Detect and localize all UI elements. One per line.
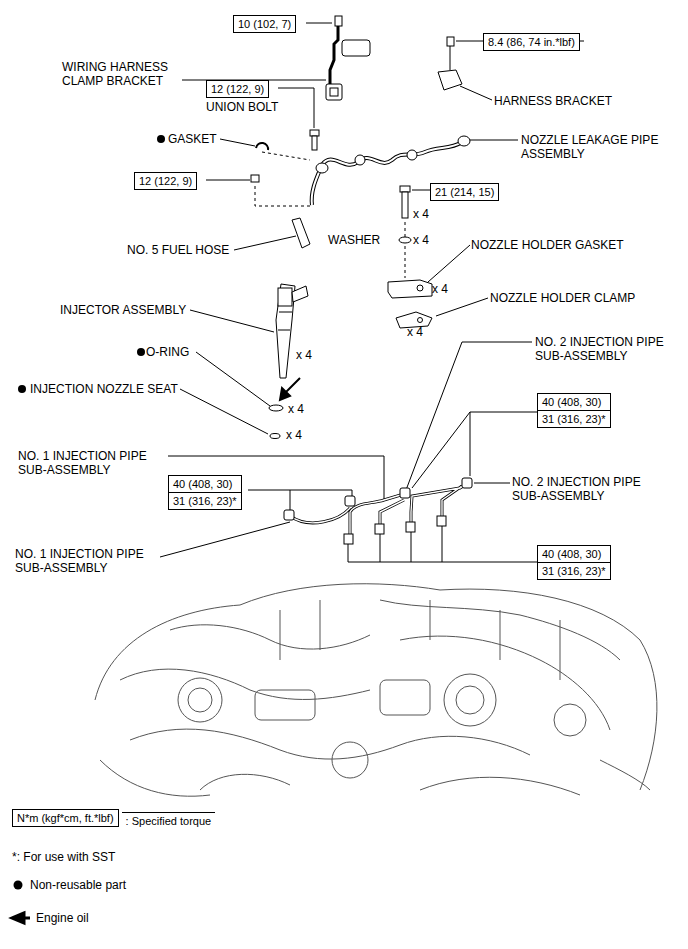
part-name: NO. 1 INJECTION PIPE SUB-ASSEMBLY [15, 547, 160, 575]
leader-line [196, 352, 270, 406]
legend-text: Non-reusable part [30, 878, 126, 892]
torque-box: 21 (214, 15) [430, 183, 499, 201]
part-name: GASKET [168, 132, 217, 146]
torque-value: 8.4 (86, 74 in.*lbf) [484, 34, 579, 50]
quantity-mark: x 4 [288, 402, 304, 416]
nozzle-holder-parts [388, 186, 432, 328]
harness-bracket [438, 37, 462, 90]
part-name: INJECTOR ASSEMBLY [60, 303, 186, 317]
engine-illustration [95, 584, 657, 796]
part-name: UNION BOLT [206, 100, 278, 114]
quantity-mark: x 4 [413, 207, 429, 221]
assembly-line [255, 152, 405, 278]
part-name: NOZZLE HOLDER GASKET [471, 238, 624, 252]
torque-value: 12 (122, 9) [207, 81, 268, 97]
torque-box: 10 (102, 7) [233, 15, 296, 33]
leader-line [220, 139, 255, 146]
engine-oil-arrow [280, 378, 300, 400]
torque-value: N*m (kgf*cm, ft.*lbf) [13, 810, 118, 826]
torque-box: 12 (122, 9) [134, 172, 197, 190]
part-name: NOZZLE LEAKAGE PIPE ASSEMBLY [521, 133, 673, 161]
leader-line [160, 522, 290, 557]
unit-legend-box: N*m (kgf*cm, ft.*lbf): Specified torque [12, 809, 119, 827]
torque-value: 40 (408, 30) [169, 476, 241, 492]
torque-value: 31 (316, 23)* [169, 492, 241, 509]
leader-line [412, 190, 430, 191]
legend-text: Engine oil [36, 911, 89, 925]
nozzle-seat [270, 434, 280, 439]
torque-value: 12 (122, 9) [135, 173, 196, 189]
part-name: O-RING [146, 345, 189, 359]
quantity-mark: x 4 [296, 348, 312, 362]
torque-value: 40 (408, 30) [538, 394, 610, 410]
torque-box: 40 (408, 30)31 (316, 23)* [537, 393, 611, 428]
leader-line [474, 483, 510, 484]
leader-line [190, 310, 274, 332]
torque-value: 31 (316, 23)* [538, 562, 610, 579]
leader-line [180, 389, 268, 434]
part-name: WASHER [328, 233, 380, 247]
wiring-harness-bracket [326, 16, 370, 100]
torque-value: 31 (316, 23)* [538, 410, 610, 427]
leader-line [460, 86, 492, 100]
part-name: INJECTION NOZZLE SEAT [30, 382, 178, 396]
o-ring [269, 405, 283, 411]
part-name: WIRING HARNESS CLAMP BRACKET [62, 60, 182, 88]
legend-text: *: For use with SST [12, 850, 115, 864]
quantity-mark: x 4 [407, 325, 423, 339]
leader-line [234, 236, 296, 250]
leader-line [306, 23, 332, 24]
torque-value: 10 (102, 7) [234, 16, 295, 32]
leader-line [406, 342, 532, 490]
part-name: NO. 1 INJECTION PIPE SUB-ASSEMBLY [18, 449, 163, 477]
torque-box: 40 (408, 30)31 (316, 23)* [537, 545, 611, 580]
fuel-hose [292, 218, 310, 248]
legend-text: : Specified torque [122, 812, 216, 829]
quantity-mark: x 4 [413, 233, 429, 247]
torque-box: 12 (122, 9) [206, 80, 269, 98]
torque-box: 40 (408, 30)31 (316, 23)* [168, 475, 242, 510]
union-bolt [256, 130, 319, 150]
part-name: HARNESS BRACKET [494, 94, 612, 108]
quantity-mark: x 4 [286, 428, 302, 442]
torque-box: 8.4 (86, 74 in.*lbf) [483, 33, 580, 51]
leader-line [468, 140, 518, 141]
engine-oil-arrow [12, 913, 30, 923]
leader-line [428, 245, 470, 282]
leader-line [278, 88, 314, 128]
part-name: NO. 2 INJECTION PIPE SUB-ASSEMBLY [512, 475, 662, 503]
part-name: NO. 2 INJECTION PIPE SUB-ASSEMBLY [535, 335, 683, 363]
leader-line [206, 180, 250, 181]
leader-line [436, 298, 488, 316]
torque-value: 40 (408, 30) [538, 546, 610, 562]
quantity-mark: x 4 [432, 282, 448, 296]
torque-value: 21 (214, 15) [431, 184, 498, 200]
part-name: NO. 5 FUEL HOSE [127, 243, 229, 257]
leader-line [248, 490, 352, 512]
part-name: NOZZLE HOLDER CLAMP [490, 291, 635, 305]
injection-pipes [284, 478, 472, 544]
